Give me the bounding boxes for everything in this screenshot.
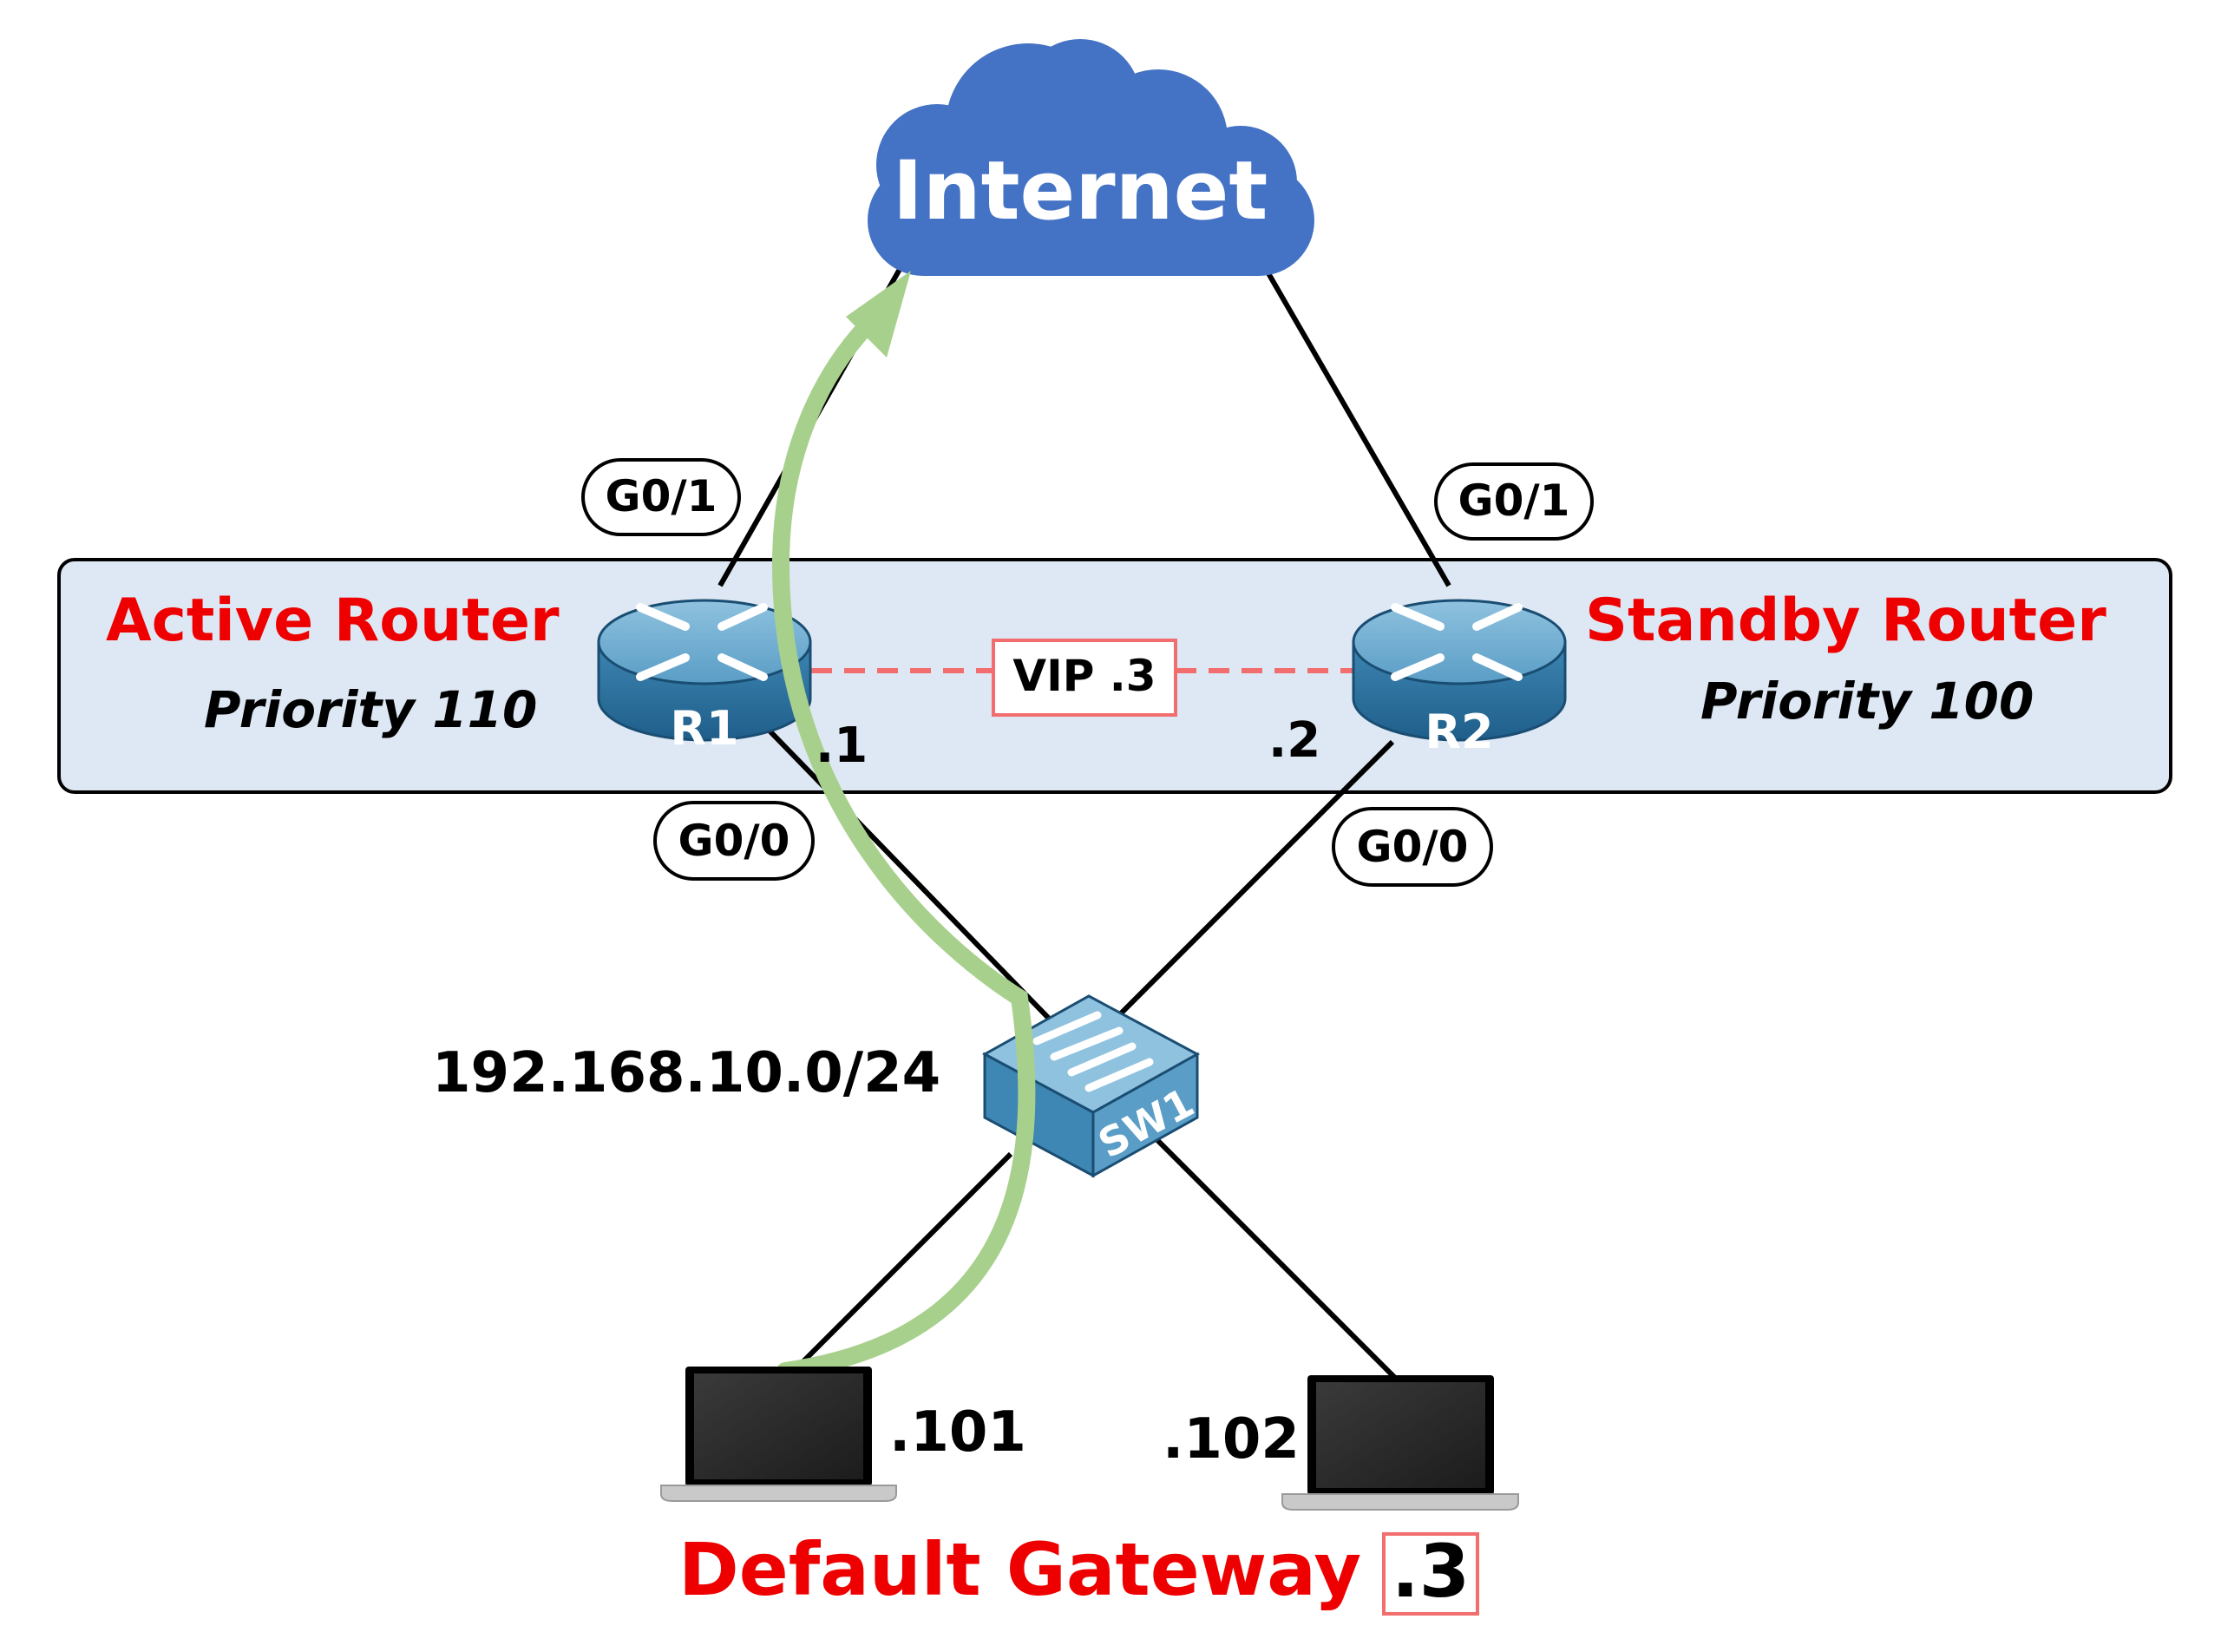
- link-sw1-pc2: [1151, 1134, 1399, 1382]
- r2-uplink-label: G0/1: [1458, 475, 1570, 526]
- laptop-pc1-icon: [660, 1367, 897, 1502]
- r1-downlink-label: G0/0: [678, 816, 790, 866]
- router-r2-icon: [1352, 599, 1567, 742]
- default-gateway-label: Default Gateway :: [678, 1527, 1416, 1612]
- gateway-value-box: [1382, 1532, 1479, 1616]
- vip-box: [992, 639, 1177, 717]
- vip-label: VIP .3: [1012, 651, 1156, 701]
- traffic-path-arrowhead: [846, 271, 911, 357]
- r2-host-address: .2: [1268, 712, 1320, 769]
- r1-uplink-pill: G0/1: [581, 458, 741, 536]
- link-r2-sw1: [1117, 739, 1395, 1018]
- laptop-pc2-icon: [1281, 1375, 1519, 1511]
- link-internet-r2: [1266, 272, 1451, 587]
- r1-role-label: Active Router: [106, 587, 560, 655]
- internet-cloud-icon: [868, 39, 1314, 276]
- link-r1-sw1: [761, 722, 1057, 1026]
- r1-downlink-pill: G0/0: [653, 801, 815, 881]
- traffic-path-arrow: [771, 304, 1036, 1380]
- r2-priority-label: Priority 100: [1700, 672, 2034, 731]
- r1-priority-label: Priority 110: [204, 680, 537, 739]
- link-sw1-pc1: [800, 1151, 1013, 1365]
- pc2-address: .102: [1163, 1407, 1300, 1472]
- r2-downlink-label: G0/0: [1357, 822, 1469, 872]
- switch-sw1-icon: [981, 994, 1201, 1178]
- internet-label: Internet: [893, 144, 1268, 239]
- r1-host-address: .1: [816, 718, 868, 774]
- default-gateway-value: .3: [1392, 1529, 1470, 1614]
- r1-name: R1: [670, 701, 738, 756]
- r2-downlink-pill: G0/0: [1332, 807, 1493, 887]
- r2-name: R2: [1425, 705, 1493, 759]
- pc1-address: .101: [889, 1400, 1026, 1465]
- r1-uplink-label: G0/1: [606, 471, 717, 521]
- r2-uplink-pill: G0/1: [1434, 462, 1594, 541]
- subnet-label: 192.168.10.0/24: [432, 1041, 940, 1105]
- links: [717, 263, 1451, 1382]
- r2-role-label: Standby Router: [1585, 587, 2106, 655]
